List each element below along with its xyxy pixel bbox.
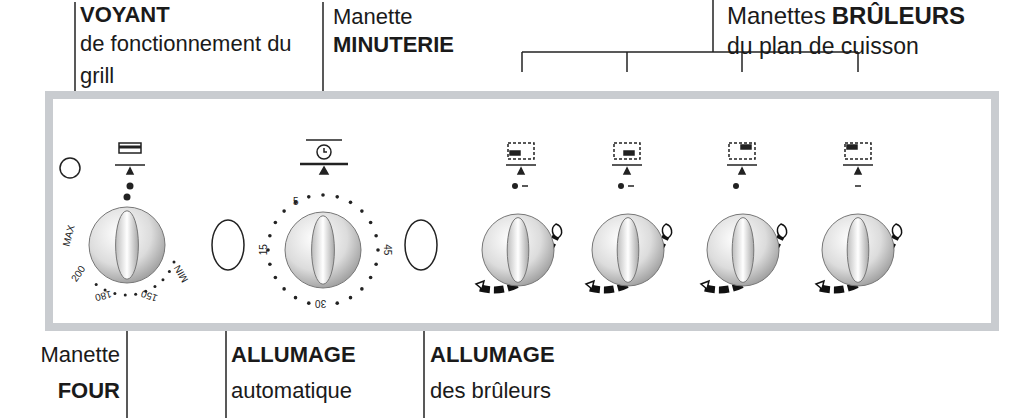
callout-label: de fonctionnement du grill [80,28,330,92]
ignition-button [405,220,437,270]
callout-label: du plan de cuisson [727,33,919,59]
dial-mark: 15 [258,244,270,255]
dial-mark: 5 [293,196,299,208]
callout-label: ALLUMAGE [231,342,356,367]
callout-label: FOUR [58,378,120,403]
ignition-button [212,220,244,270]
dial-mark: 45 [382,244,394,255]
knob [701,214,787,290]
indicator-lamp [60,158,80,178]
callout-label: Manettes [727,2,826,30]
knob [285,212,361,288]
knob [816,214,902,290]
knobs [89,207,902,290]
function-icons [115,140,873,190]
callout-label: Manette [333,4,413,29]
knob [476,214,562,290]
knob [586,214,672,290]
callout-label: automatique [231,378,352,403]
callout-label: VOYANT [80,2,170,27]
dial-mark: 30 [315,297,326,309]
callout-label: MINUTERIE [333,32,454,57]
callout-label: Manette [41,342,121,367]
knob [89,207,165,283]
callout-label: BRÛLEURS [832,2,965,30]
callout-label: des brûleurs [430,378,551,403]
callout-label: ALLUMAGE [430,342,555,367]
panel-frame [49,95,995,327]
